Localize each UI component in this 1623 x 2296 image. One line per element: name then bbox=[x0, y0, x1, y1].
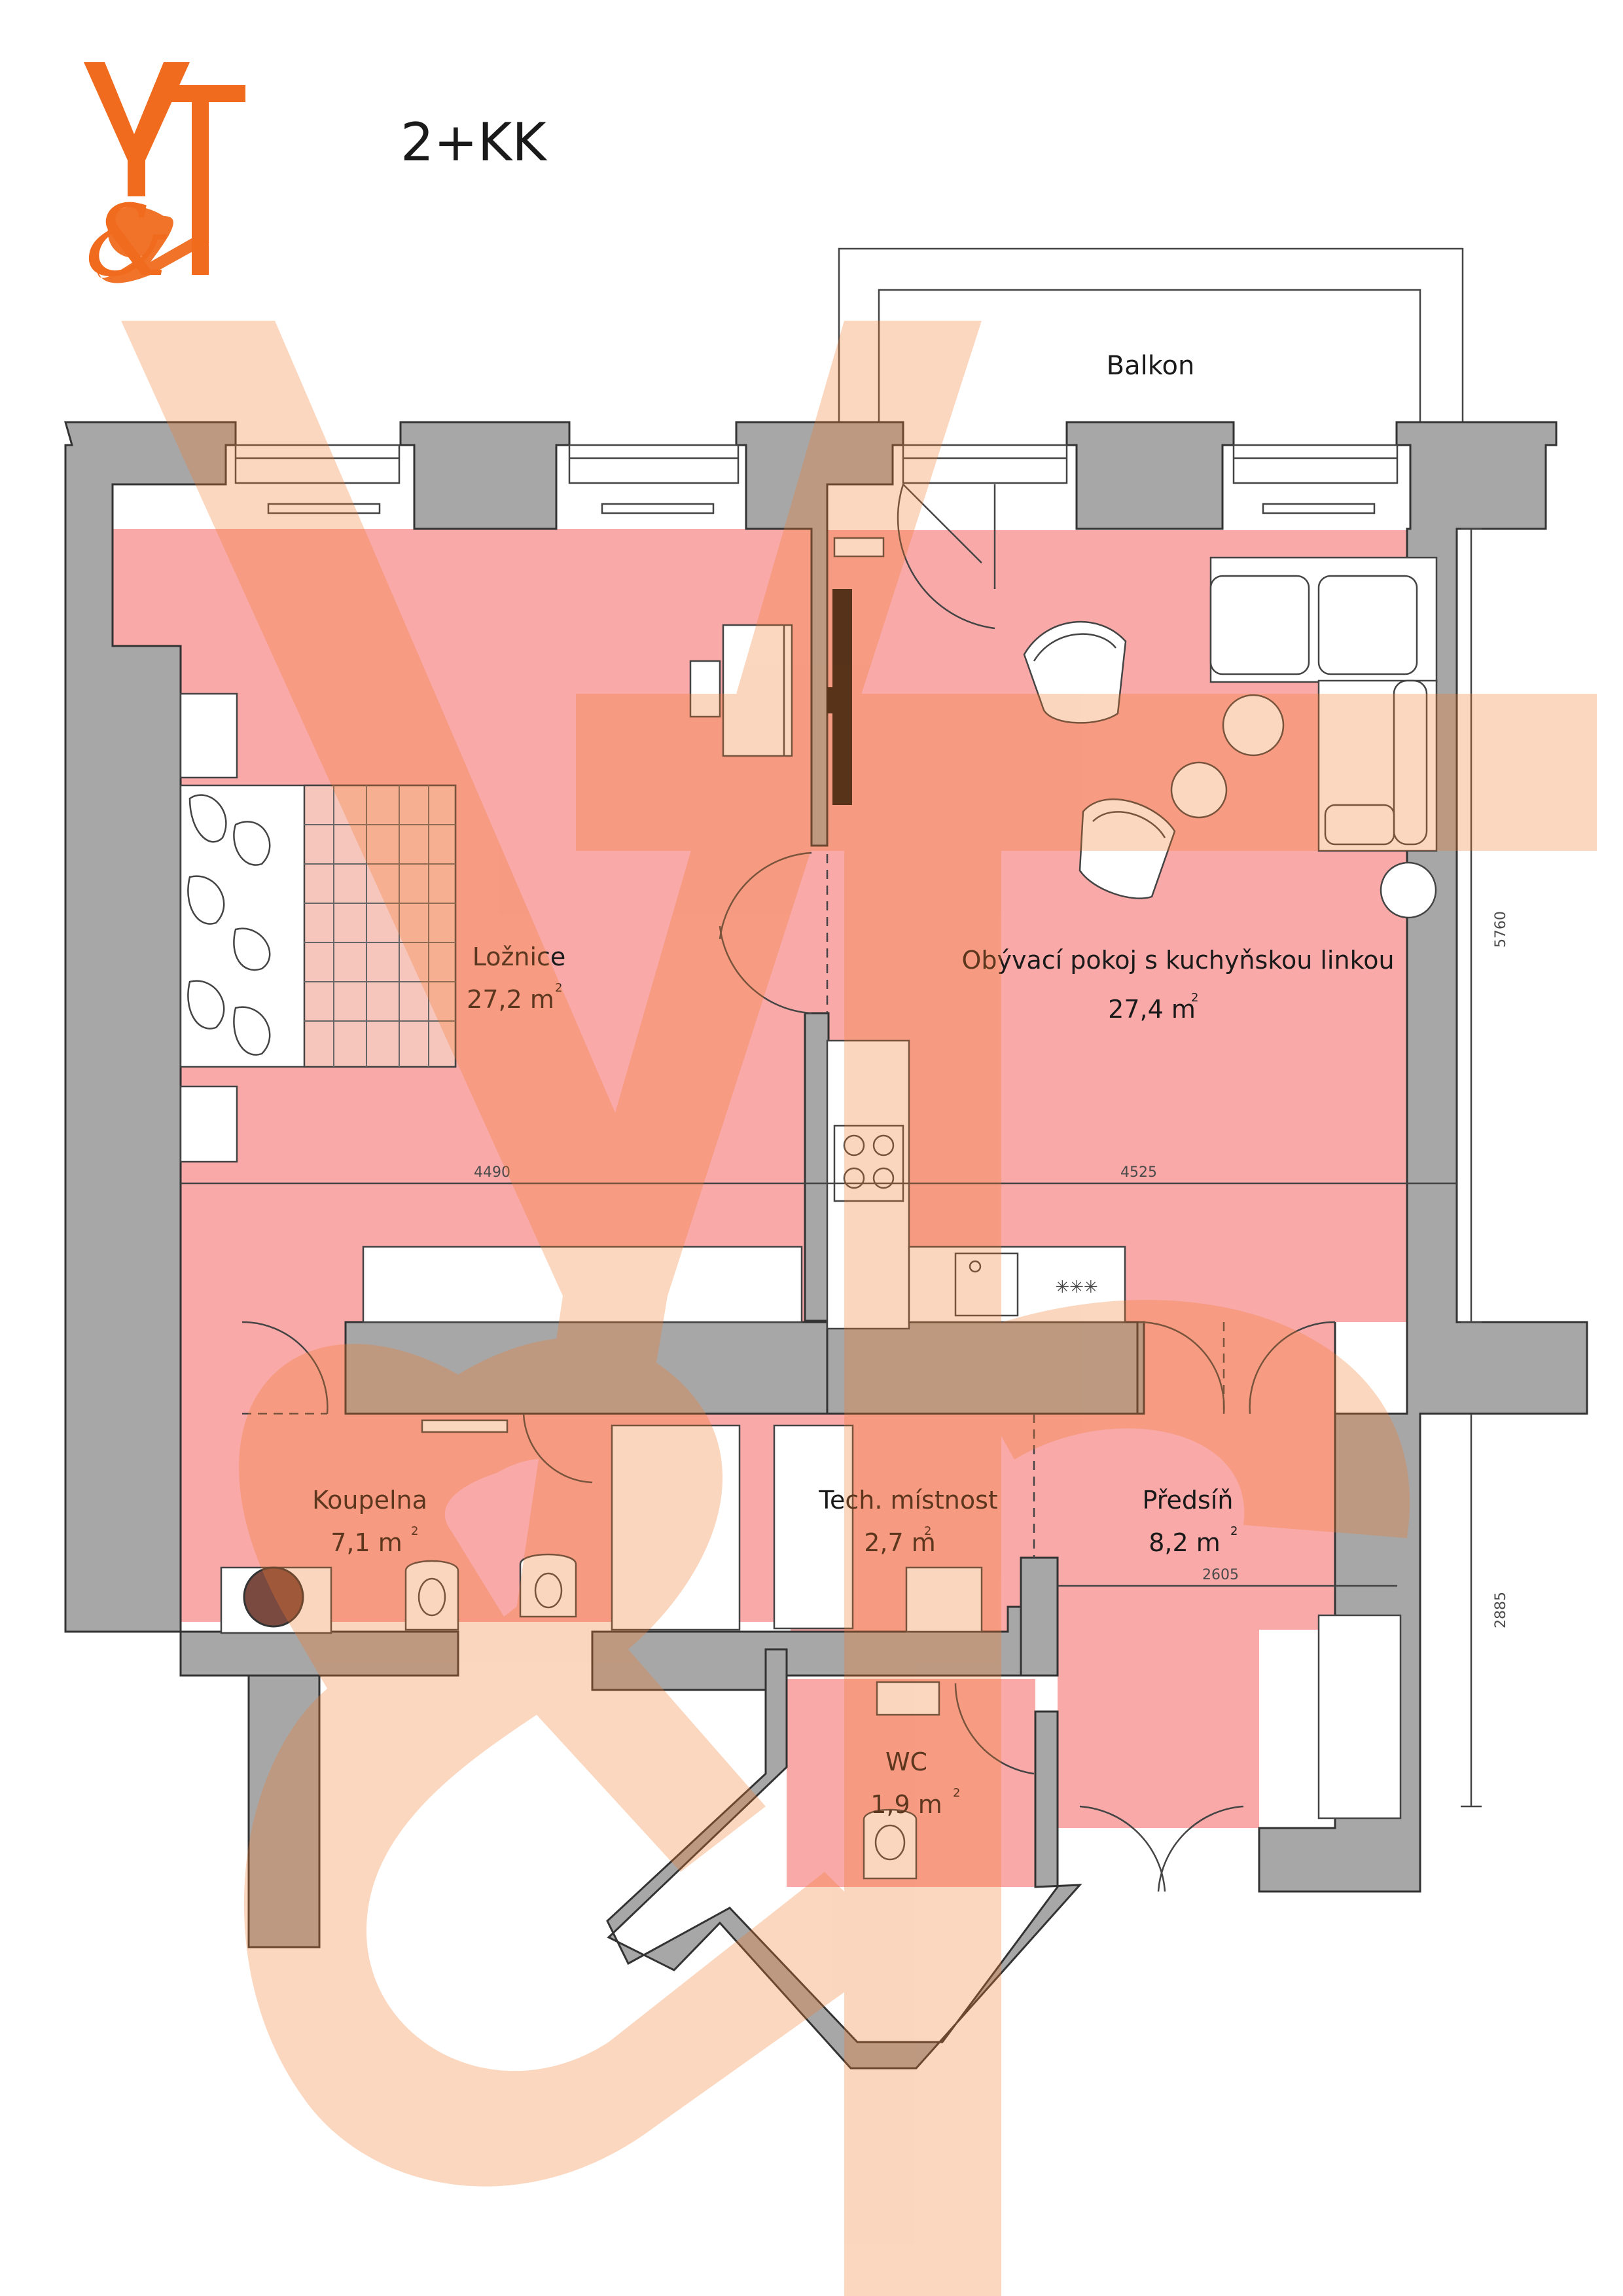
room-name-loznice: Ložnice bbox=[473, 942, 566, 971]
dim-obyvaci: 4525 bbox=[1120, 1164, 1157, 1181]
svg-text:2: 2 bbox=[411, 1524, 418, 1538]
balcony: Balkon bbox=[838, 247, 1464, 424]
dim-loznice: 4490 bbox=[474, 1164, 510, 1181]
balcony-door bbox=[897, 484, 996, 630]
hall-wardrobe bbox=[1317, 1614, 1402, 1820]
svg-text:&: & bbox=[85, 185, 173, 298]
room-name-predsin: Předsíň bbox=[1143, 1486, 1234, 1515]
bidet bbox=[519, 1553, 577, 1618]
window-2 bbox=[568, 444, 740, 514]
room-area-loznice: 27,2 m bbox=[467, 985, 554, 1014]
armchair-1 bbox=[1023, 620, 1127, 724]
room-area-koupelna: 7,1 m bbox=[330, 1528, 402, 1557]
window-4 bbox=[1232, 444, 1399, 514]
room-name-wc: WC bbox=[885, 1748, 927, 1776]
tech-hall-furniture bbox=[773, 1424, 1402, 1880]
desk-and-chair bbox=[689, 624, 793, 757]
armchair-2 bbox=[1079, 798, 1176, 899]
room-area-tech: 2,7 m bbox=[864, 1528, 936, 1557]
svg-text:2: 2 bbox=[924, 1524, 931, 1538]
double-bed bbox=[179, 784, 457, 1068]
bedroom-furniture bbox=[179, 624, 803, 1323]
towel-rail bbox=[421, 1419, 508, 1433]
dim-right-lower: 2885 bbox=[1493, 1592, 1509, 1628]
svg-text:2: 2 bbox=[953, 1786, 960, 1800]
nightstand-bottom bbox=[179, 1085, 238, 1163]
boiler-cabinet bbox=[773, 1424, 854, 1630]
toilet bbox=[404, 1560, 459, 1631]
side-table-2 bbox=[1170, 761, 1228, 819]
svg-text:✳✳✳: ✳✳✳ bbox=[1055, 1278, 1097, 1297]
bathroom-furniture bbox=[220, 1419, 741, 1634]
bathtub bbox=[611, 1424, 741, 1631]
svg-text:2: 2 bbox=[555, 981, 562, 995]
windows bbox=[234, 444, 1399, 514]
svg-text:2: 2 bbox=[1191, 991, 1198, 1005]
kitchen-counter: ✳✳✳ bbox=[826, 1039, 1126, 1330]
wardrobe bbox=[362, 1246, 803, 1323]
room-name-tech: Tech. místnost bbox=[818, 1486, 998, 1515]
svg-text:2: 2 bbox=[1230, 1524, 1238, 1538]
layout-type: 2+KK bbox=[401, 112, 548, 173]
nightstand-top bbox=[179, 692, 238, 779]
window-3 bbox=[902, 444, 1068, 484]
dim-predsin: 2605 bbox=[1202, 1567, 1239, 1583]
walls bbox=[64, 421, 1588, 2070]
dimension-lines: 4490 4525 2605 5760 2885 bbox=[181, 528, 1509, 1808]
side-table-1 bbox=[1222, 694, 1285, 757]
room-labels: Ložnice 27,2 m 2 Obývací pokoj s kuchyňs… bbox=[312, 942, 1394, 1819]
interior-doors bbox=[241, 852, 1336, 1892]
radiator bbox=[833, 537, 885, 558]
water-heater bbox=[905, 1566, 983, 1633]
company-logo: & bbox=[84, 62, 245, 298]
room-area-wc: 1,9 m bbox=[870, 1790, 942, 1819]
room-area-predsin: 8,2 m bbox=[1149, 1528, 1221, 1557]
window-1 bbox=[234, 444, 401, 514]
watermark-logo bbox=[121, 321, 1597, 2296]
room-name-obyvaci: Obývací pokoj s kuchyňskou linkou bbox=[961, 946, 1394, 975]
corner-sofa bbox=[1209, 556, 1438, 852]
room-area-obyvaci: 27,4 m bbox=[1108, 995, 1196, 1024]
room-name-koupelna: Koupelna bbox=[312, 1486, 427, 1515]
side-table-3 bbox=[1380, 861, 1437, 919]
wc-toilet bbox=[863, 1808, 918, 1880]
wc-sink bbox=[876, 1681, 940, 1716]
balcony-label: Balkon bbox=[1107, 351, 1195, 381]
dim-right-upper: 5760 bbox=[1493, 911, 1509, 948]
living-furniture: ✳✳✳ bbox=[826, 537, 1438, 1330]
